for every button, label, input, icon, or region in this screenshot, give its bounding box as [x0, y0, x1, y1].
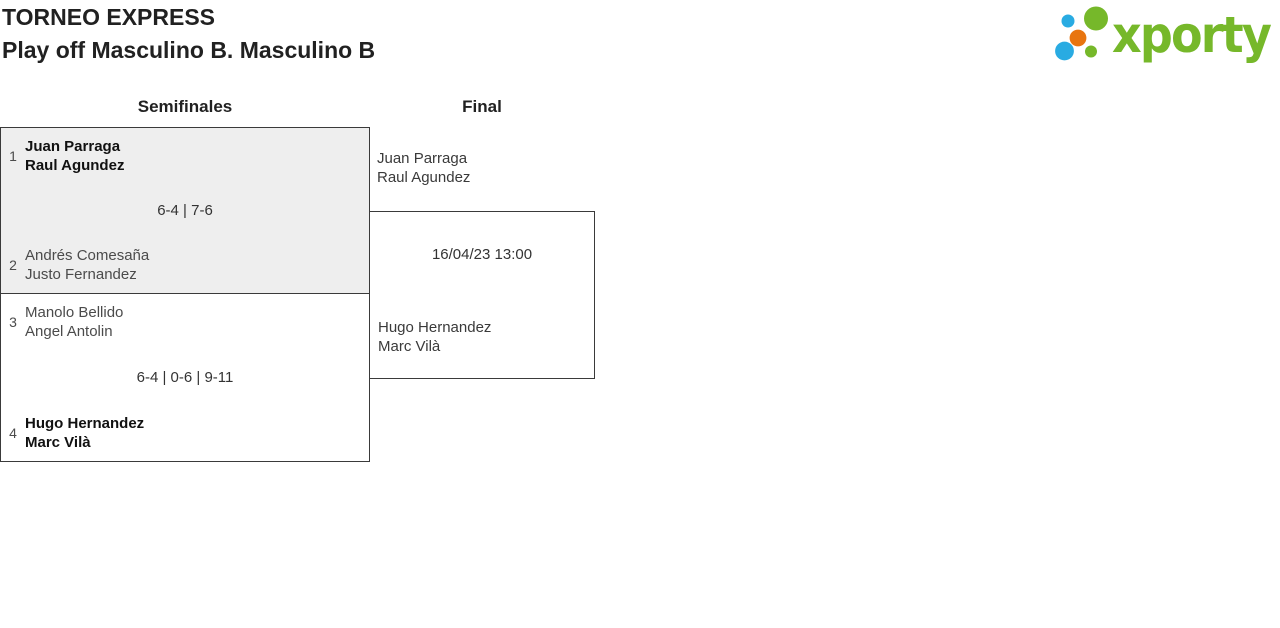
player-name: Juan Parraga: [377, 150, 468, 167]
seed-number: 3: [9, 314, 17, 330]
team-row: 4 Hugo Hernandez Marc Vilà: [1, 414, 369, 452]
player-name: Marc Vilà: [25, 434, 91, 451]
tournament-subtitle: Play off Masculino B. Masculino B: [2, 37, 376, 63]
player-name: Raul Agundez: [377, 169, 471, 186]
semifinal-match-1[interactable]: 1 Juan Parraga Raul Agundez 6-4 | 7-6 2 …: [0, 127, 370, 294]
logo-dot-orange: [1069, 29, 1087, 47]
seed-number: 4: [9, 425, 17, 441]
match-score: 6-4 | 7-6: [157, 202, 213, 219]
round-header-final: Final: [462, 97, 502, 116]
logo-dot-green-small: [1085, 45, 1097, 58]
team-names-winner: Hugo Hernandez Marc Vilà: [25, 414, 144, 452]
tournament-title: TORNEO EXPRESS: [2, 4, 216, 30]
player-name: Andrés Comesaña: [25, 247, 150, 264]
logo-dot-blue-small: [1061, 14, 1075, 28]
seed-number: 2: [9, 257, 17, 273]
player-name: Justo Fernandez: [25, 266, 137, 283]
xporty-wordmark: xporty: [1112, 6, 1271, 64]
seed-number: 1: [9, 148, 17, 164]
team-row: 2 Andrés Comesaña Justo Fernandez: [1, 246, 369, 284]
team-row: 3 Manolo Bellido Angel Antolin: [1, 303, 369, 341]
logo-dot-blue-large: [1055, 41, 1074, 61]
final-match[interactable]: 16/04/23 13:00 Hugo Hernandez Marc Vilà: [369, 211, 595, 379]
player-name: Juan Parraga: [25, 138, 121, 155]
final-match-datetime: 16/04/23 13:00: [431, 246, 533, 263]
player-name: Hugo Hernandez: [25, 415, 145, 432]
round-header-semifinals: Semifinales: [137, 97, 233, 116]
team-names: Manolo Bellido Angel Antolin: [25, 303, 123, 341]
player-name: Raul Agundez: [25, 157, 125, 174]
team-names: Andrés Comesaña Justo Fernandez: [25, 246, 149, 284]
team-names-winner: Juan Parraga Raul Agundez: [25, 137, 124, 175]
match-score: 6-4 | 0-6 | 9-11: [136, 369, 234, 386]
xporty-logo[interactable]: xporty: [1052, 3, 1274, 67]
logo-dot-green-large: [1084, 6, 1108, 31]
header: TORNEO EXPRESS Play off Masculino B. Mas…: [2, 1, 375, 67]
team-row: 1 Juan Parraga Raul Agundez: [1, 137, 369, 175]
player-name: Manolo Bellido: [25, 304, 124, 321]
player-name: Angel Antolin: [25, 323, 113, 340]
final-entrant-1: Juan Parraga Raul Agundez: [377, 149, 470, 187]
semifinal-match-2[interactable]: 3 Manolo Bellido Angel Antolin 6-4 | 0-6…: [0, 293, 370, 462]
player-name: Hugo Hernandez: [378, 319, 492, 336]
player-name: Marc Vilà: [378, 338, 441, 355]
final-entrant-2: Hugo Hernandez Marc Vilà: [378, 318, 491, 356]
